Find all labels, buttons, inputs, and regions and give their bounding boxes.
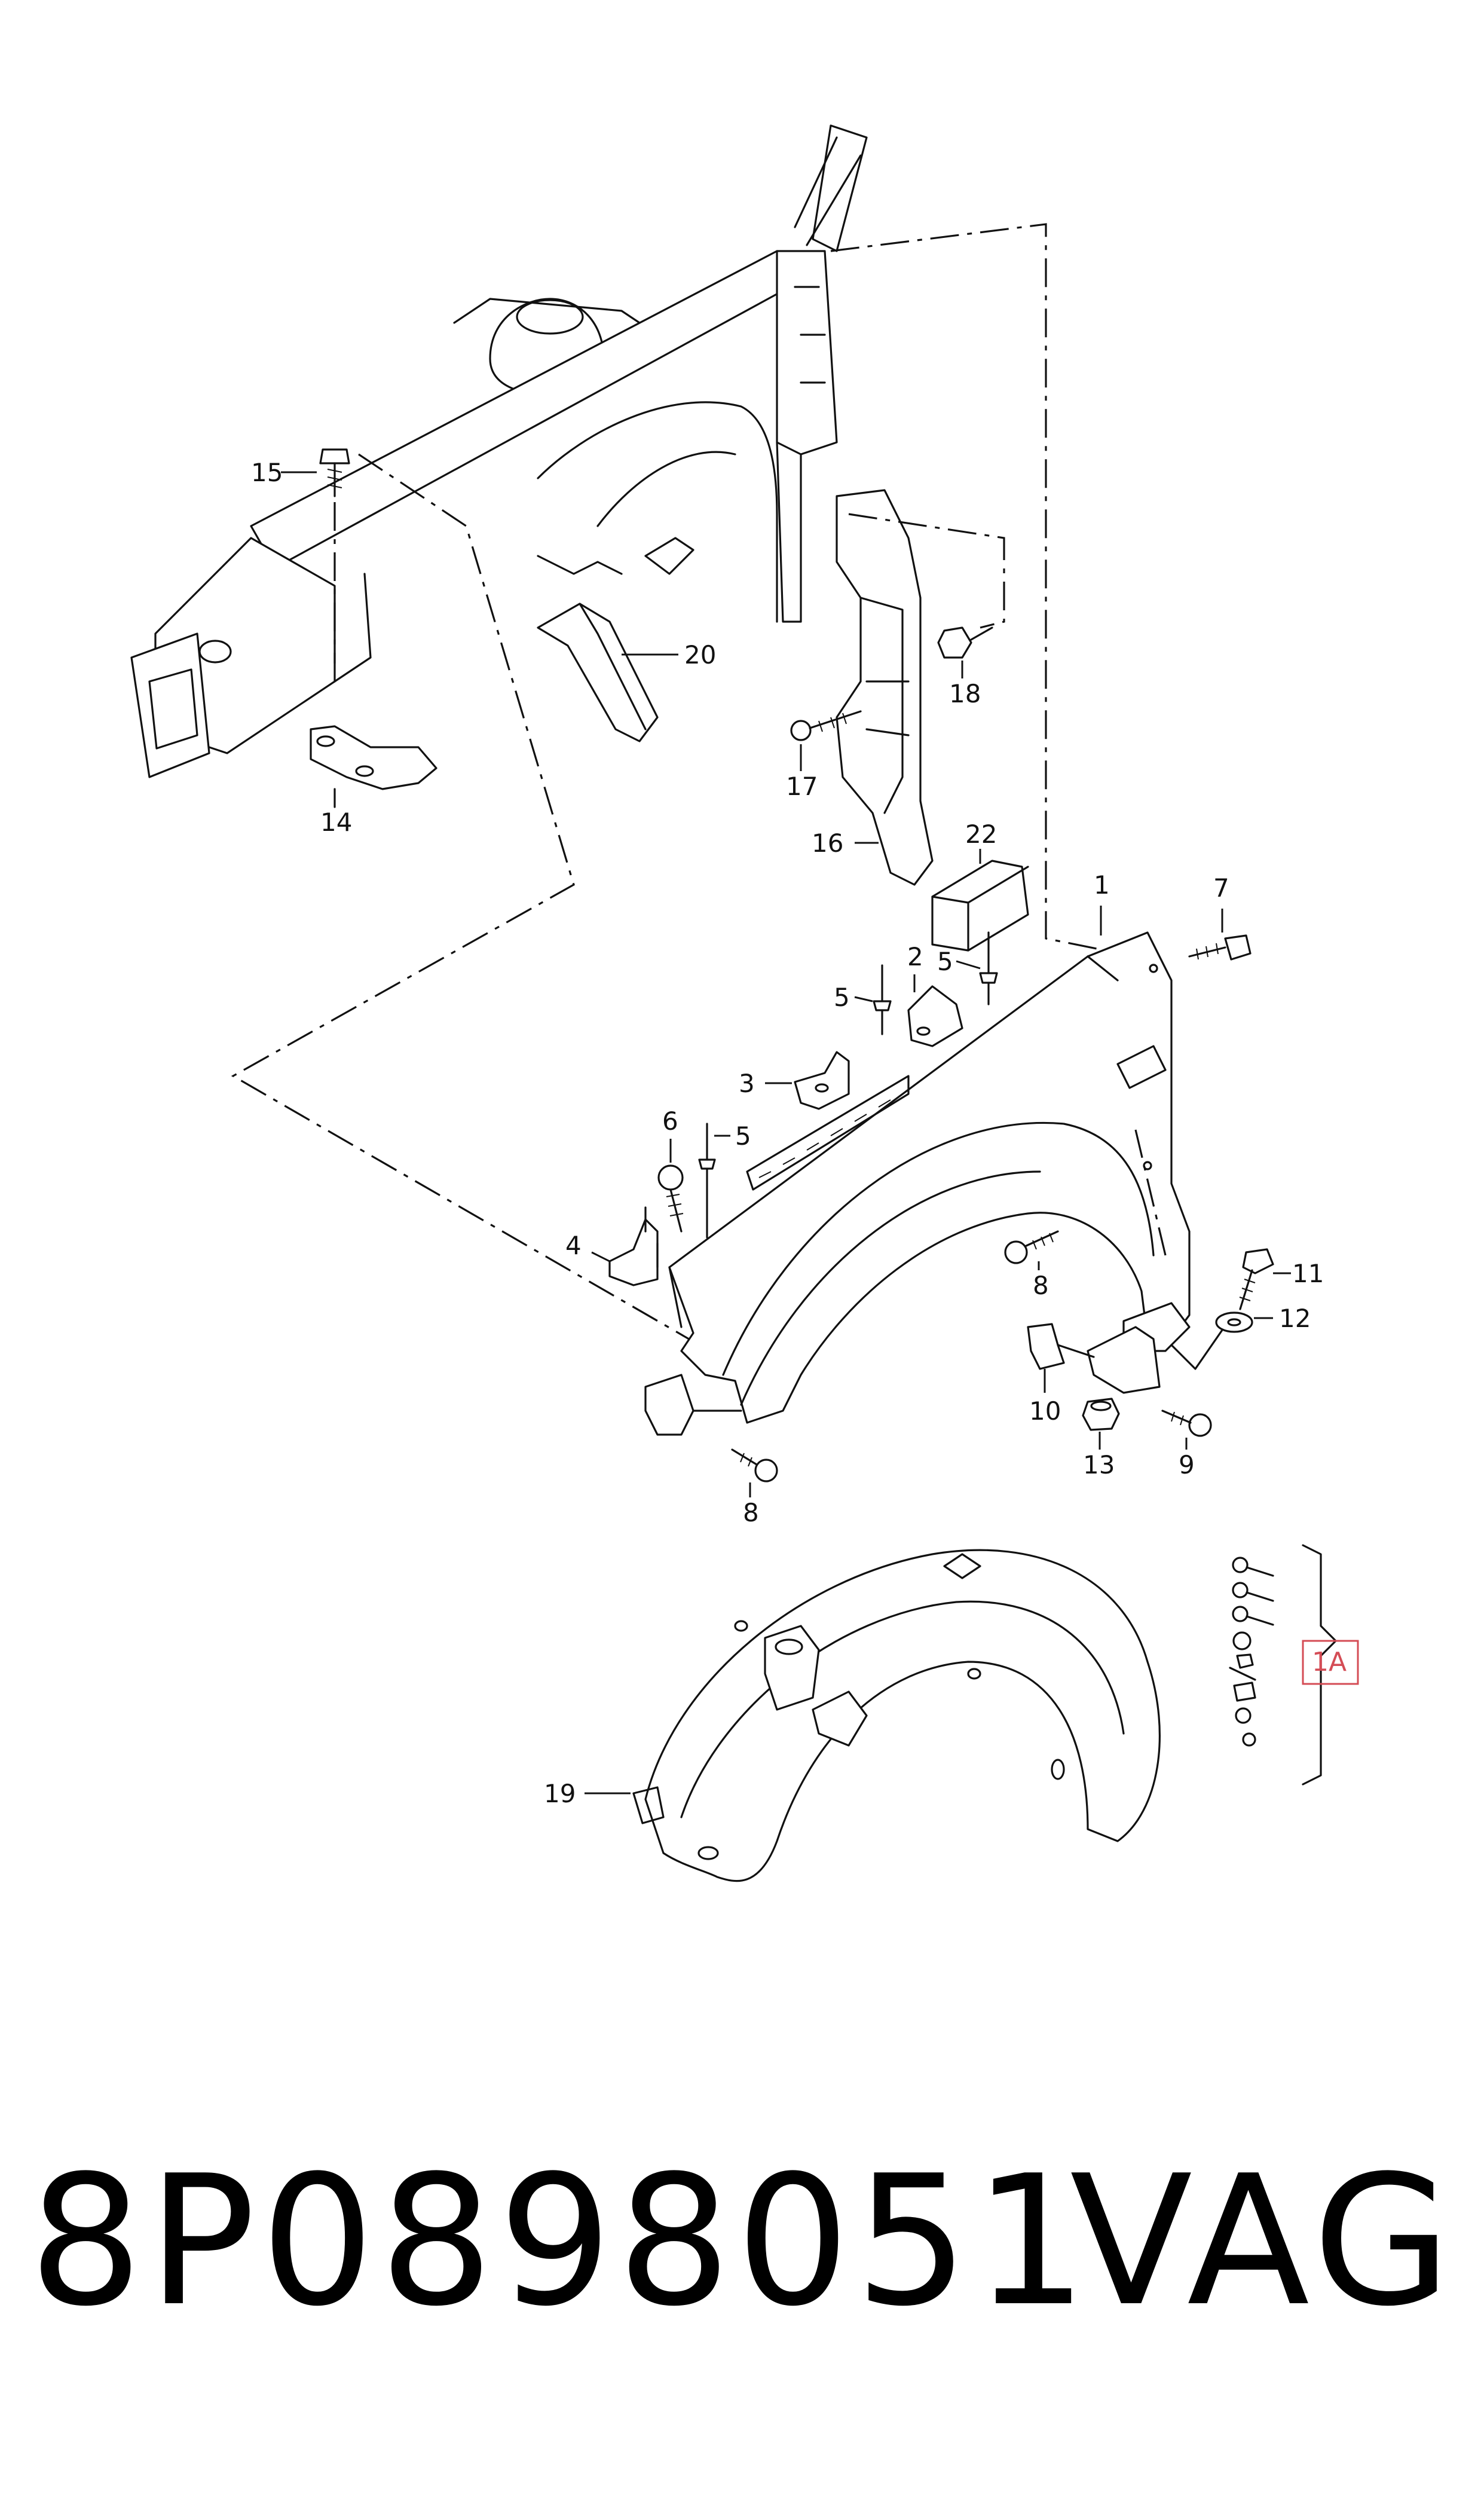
fastener-kit-1A	[1229, 1544, 1337, 1786]
callout-8-lower: 8	[743, 1498, 759, 1527]
block-22	[931, 860, 1029, 952]
callout-1A-box	[1302, 1640, 1359, 1685]
clip-10	[1027, 1323, 1161, 1394]
callout-10: 10	[1029, 1396, 1061, 1426]
footer: 8P0898051 VAG	[0, 2128, 1484, 2379]
screw-15	[319, 448, 350, 664]
callout-15: 15	[251, 458, 283, 487]
nut-18	[937, 626, 993, 659]
callout-4: 4	[565, 1231, 582, 1260]
brand-label: VAG	[1070, 2137, 1458, 2346]
washer-12	[1170, 1312, 1253, 1370]
screw-7	[1188, 934, 1252, 961]
screw-11	[1239, 1248, 1274, 1310]
bracket-14	[310, 725, 437, 808]
callout-20: 20	[684, 640, 716, 669]
callout-1A: 1A	[1312, 1647, 1347, 1677]
assembly-line-mid	[848, 513, 1005, 629]
callout-2: 2	[907, 942, 923, 971]
callout-18: 18	[949, 679, 981, 708]
callout-5-right: 5	[937, 947, 953, 976]
bracket-4	[608, 1206, 659, 1286]
callout-11: 11	[1292, 1259, 1324, 1288]
assembly-line-top	[830, 223, 1106, 952]
assembly-line-left	[231, 453, 700, 1346]
callout-1: 1	[1094, 870, 1110, 900]
screw-8-lower	[731, 1448, 778, 1482]
block-20	[537, 603, 659, 742]
callout-19: 19	[544, 1779, 576, 1808]
callout-16: 16	[812, 829, 843, 858]
callout-17: 17	[786, 772, 818, 801]
screw-8-upper	[1004, 1230, 1059, 1264]
bracket-3	[794, 1051, 850, 1110]
callout-9: 9	[1179, 1450, 1195, 1479]
callout-5-left: 5	[834, 983, 850, 1012]
callout-13: 13	[1083, 1450, 1115, 1479]
rivet-5c	[698, 1123, 716, 1239]
bracket-2	[907, 985, 963, 1047]
front-body-structure	[130, 124, 868, 778]
screw-9	[1161, 1410, 1212, 1437]
callout-22: 22	[965, 820, 997, 849]
wheel-arch-liner-19	[632, 1549, 1161, 1882]
callout-14: 14	[320, 808, 352, 837]
callout-5-low: 5	[735, 1121, 751, 1151]
callout-8-upper: 8	[1033, 1271, 1049, 1300]
nut-13	[1082, 1398, 1120, 1431]
callout-12: 12	[1279, 1304, 1311, 1333]
callout-6: 6	[662, 1106, 678, 1136]
rivet-5a	[873, 964, 892, 1035]
callout-7: 7	[1213, 873, 1229, 903]
screw-6	[657, 1164, 684, 1233]
rivet-5b	[979, 931, 998, 1005]
part-number-label: 8P0898051	[29, 2137, 1093, 2346]
panel-16	[836, 489, 934, 886]
callout-3: 3	[739, 1069, 755, 1098]
screw-17	[790, 710, 862, 741]
